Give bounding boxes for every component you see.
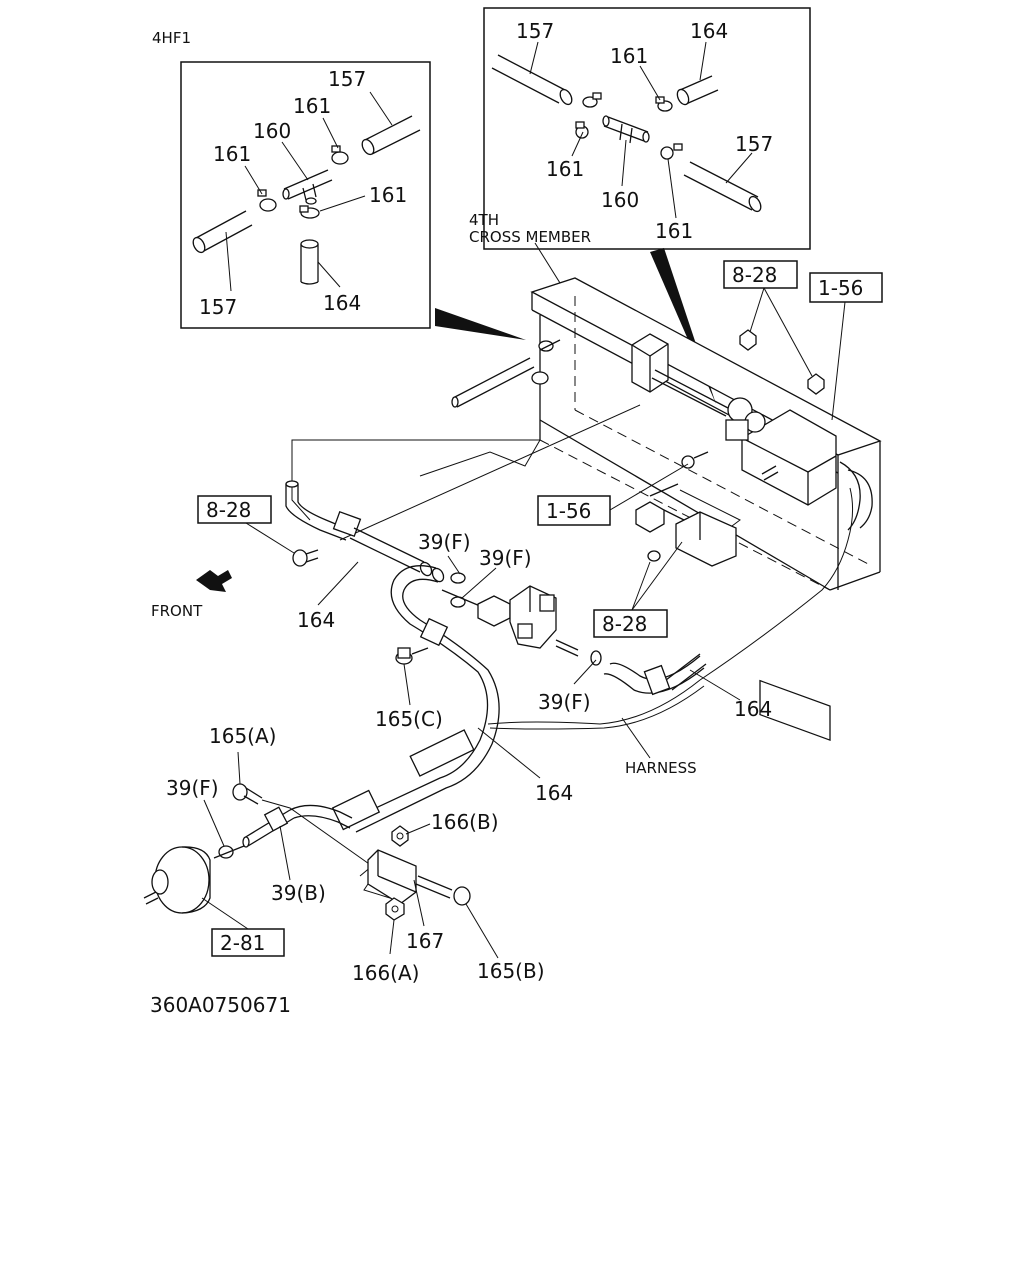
footer-code: 360A0750671 bbox=[150, 993, 291, 1017]
label-clip-39f-3: 39(F) bbox=[538, 690, 591, 714]
ref-label-8-28-top: 8-28 bbox=[732, 263, 777, 287]
ref-box-8-28-top bbox=[723, 260, 798, 289]
bolt-165a bbox=[232, 783, 263, 805]
inset-right-label-161-left: 161 bbox=[546, 157, 584, 181]
bolt-8-28-left bbox=[292, 549, 319, 567]
bolt-165c bbox=[395, 647, 429, 665]
nut-8-28-upper bbox=[739, 329, 757, 351]
inset-right-label-161-upper: 161 bbox=[610, 44, 648, 68]
inset-right-hose-157-upper bbox=[491, 54, 573, 106]
inset-left-hose-157-lower bbox=[192, 210, 253, 254]
ref-box-8-28-left bbox=[197, 495, 272, 524]
ref-box-2-81 bbox=[211, 928, 285, 957]
clamp-1-56-center bbox=[635, 483, 741, 567]
label-cross-member-line1: 4TH bbox=[469, 211, 499, 229]
fuel-valve-right bbox=[651, 369, 766, 441]
inset-right-clip-161-a bbox=[582, 92, 602, 108]
nut-166a bbox=[385, 897, 405, 921]
label-cross-member-line2: CROSS MEMBER bbox=[469, 228, 591, 246]
inset-left-label-157-lower: 157 bbox=[199, 295, 237, 319]
bracket-block-upper bbox=[631, 333, 669, 393]
ref-label-1-56-center: 1-56 bbox=[546, 499, 591, 523]
label-bracket-167: 167 bbox=[406, 929, 444, 953]
bracket-167 bbox=[363, 849, 417, 905]
inset-left-label-161-upper: 161 bbox=[293, 94, 331, 118]
label-harness: HARNESS bbox=[625, 759, 697, 777]
inset-right-tee-160 bbox=[602, 115, 650, 144]
label-bolt-165c: 165(C) bbox=[375, 707, 443, 731]
inset-right-hose-157-lower bbox=[683, 161, 762, 213]
inset-left: 157 161 160 161 161 157 164 bbox=[180, 61, 431, 329]
bracket-block-right bbox=[741, 409, 837, 741]
inset-right-label-164: 164 bbox=[690, 19, 728, 43]
label-nut-166a: 166(A) bbox=[352, 961, 419, 985]
ref-box-1-56-center bbox=[537, 495, 611, 526]
pipe-39b bbox=[242, 804, 353, 848]
nut-8-28-right bbox=[807, 373, 825, 395]
label-hose-164-right: 164 bbox=[734, 697, 772, 721]
ref-label-8-28-center: 8-28 bbox=[602, 612, 647, 636]
cross-member bbox=[530, 277, 882, 591]
inset-right-label-161-lower: 161 bbox=[655, 219, 693, 243]
label-clip-39f-4: 39(F) bbox=[166, 776, 219, 800]
inset-right-clip-161-d bbox=[660, 143, 683, 160]
inset-left-clip-161-c bbox=[299, 205, 320, 219]
label-clip-39f-2: 39(F) bbox=[479, 546, 532, 570]
inset-left-hose-164 bbox=[300, 239, 319, 285]
ref-label-2-81: 2-81 bbox=[220, 931, 265, 955]
hose-164-loop bbox=[331, 565, 500, 833]
hose-164-right bbox=[590, 650, 707, 696]
label-bolt-165a: 165(A) bbox=[209, 724, 276, 748]
ref-label-1-56-top: 1-56 bbox=[818, 276, 863, 300]
inset-left-hose-157-upper bbox=[361, 115, 421, 156]
tee-assembly-main bbox=[451, 339, 561, 408]
clip-39f-center bbox=[441, 572, 481, 608]
fuel-filter-2-81 bbox=[143, 846, 211, 914]
hose-164-left bbox=[285, 480, 433, 577]
header-code: 4HF1 bbox=[152, 29, 191, 47]
inset-left-label-161-left: 161 bbox=[213, 142, 251, 166]
inset-left-label-164: 164 bbox=[323, 291, 361, 315]
center-valve-block bbox=[477, 585, 579, 657]
label-clip-39b: 39(B) bbox=[271, 881, 326, 905]
detail-pointer-left bbox=[435, 308, 526, 340]
inset-left-tee-160 bbox=[282, 169, 333, 205]
bolt-1-56-lower bbox=[681, 451, 709, 469]
label-bolt-165b: 165(B) bbox=[477, 959, 545, 983]
nut-166b bbox=[391, 825, 409, 847]
inset-left-clip-161-b bbox=[331, 145, 349, 165]
harness-line bbox=[487, 487, 854, 725]
ref-box-8-28-center bbox=[593, 609, 668, 638]
inset-right-hose-164 bbox=[676, 75, 719, 106]
label-nut-166b: 166(B) bbox=[431, 810, 499, 834]
label-clip-39f-1: 39(F) bbox=[418, 530, 471, 554]
inset-right-clip-161-c bbox=[575, 121, 589, 139]
label-hose-164-left: 164 bbox=[297, 608, 335, 632]
main-assembly bbox=[143, 242, 883, 959]
clip-39f-lower bbox=[213, 845, 245, 859]
inset-right-label-157-lower: 157 bbox=[735, 132, 773, 156]
pipe-tee-down bbox=[291, 400, 541, 480]
inset-left-label-157-upper: 157 bbox=[328, 67, 366, 91]
inset-right-label-160: 160 bbox=[601, 188, 639, 212]
stud-right bbox=[761, 465, 779, 481]
inset-left-clip-161-a bbox=[257, 189, 277, 212]
label-front: FRONT bbox=[151, 602, 203, 620]
bolt-165b bbox=[415, 875, 471, 906]
ref-label-8-28-left: 8-28 bbox=[206, 498, 251, 522]
inset-left-label-161-right: 161 bbox=[369, 183, 407, 207]
ref-box-1-56-top bbox=[809, 272, 883, 303]
label-hose-164-center: 164 bbox=[535, 781, 573, 805]
inset-right-label-157-upper: 157 bbox=[516, 19, 554, 43]
inset-right: 157 161 164 161 160 157 161 bbox=[483, 7, 811, 250]
front-arrow-icon bbox=[196, 570, 232, 592]
inset-left-label-160: 160 bbox=[253, 119, 291, 143]
